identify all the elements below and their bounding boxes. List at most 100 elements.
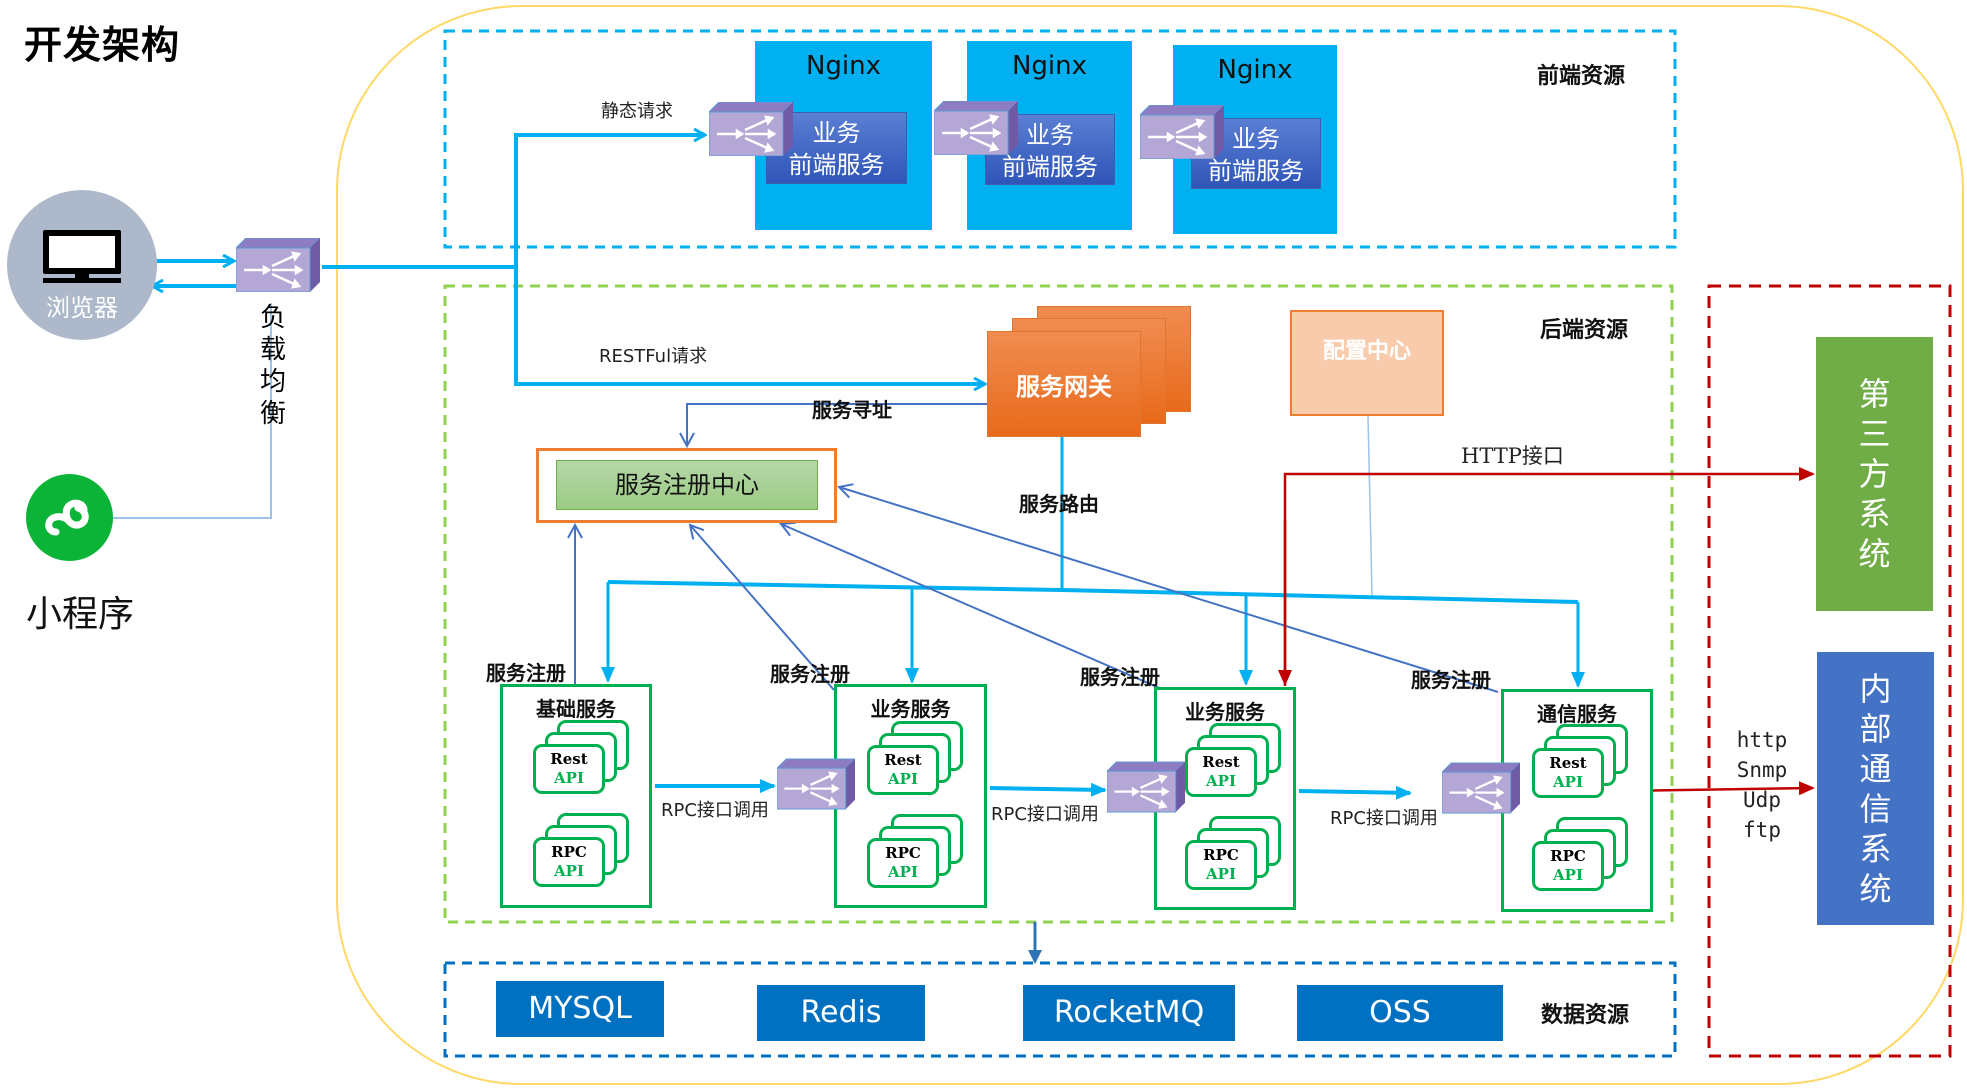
frontend-service-line2: 前端服务: [1002, 153, 1098, 181]
frontend-service-line1: 业务: [1026, 121, 1074, 149]
rest-label: Rest: [1202, 753, 1240, 771]
config-center[interactable]: 配置中心: [1290, 310, 1444, 416]
load-balancer-icon: [1105, 761, 1187, 813]
service-registry[interactable]: 服务注册中心: [536, 448, 837, 523]
rpc-call-arrow-3: [1298, 785, 1412, 800]
internal-comm-char: 系: [1859, 829, 1892, 868]
frontend-service-line2: 前端服务: [788, 151, 885, 179]
internal-comm-char: 内: [1859, 669, 1892, 708]
backend-region-label: 后端资源: [1540, 317, 1629, 343]
monitor-icon-stand: [43, 278, 121, 283]
config-center-label: 配置中心: [1322, 339, 1411, 364]
third-party-char: 系: [1858, 495, 1891, 533]
load-balancer[interactable]: [234, 237, 322, 293]
load-balancer-icon: [707, 101, 795, 157]
browser-label: 浏览器: [46, 294, 118, 322]
service-registration-label-1: 服务注册: [486, 661, 566, 685]
rpc-api-card[interactable]: RPC API: [867, 838, 939, 888]
rest-label: Rest: [550, 750, 588, 768]
load-balancer-icon: [1440, 762, 1522, 814]
data-store-redis[interactable]: Redis: [757, 985, 925, 1041]
api-label: API: [1206, 865, 1236, 883]
api-label: API: [888, 863, 918, 881]
data-store-rocketmq[interactable]: RocketMQ: [1023, 985, 1235, 1041]
service-title: 通信服务: [1537, 702, 1617, 726]
frontend-region-label: 前端资源: [1537, 63, 1626, 89]
internal-comm-char: 部: [1859, 709, 1892, 748]
frontend-service-line2: 前端服务: [1208, 157, 1304, 185]
frontend-load-balancer-2[interactable]: [932, 100, 1020, 156]
monitor-icon-neck: [75, 272, 89, 280]
registration-line-4: [839, 487, 1499, 693]
mini-program-client[interactable]: [26, 474, 113, 561]
service-registry-label: 服务注册中心: [556, 460, 818, 510]
service-gateway[interactable]: 服务网关: [987, 331, 1141, 437]
nginx-label: Nginx: [1011, 51, 1088, 81]
service-box-business-1[interactable]: 业务服务 Rest API RPC API: [834, 684, 987, 908]
rest-api-card[interactable]: Rest API: [1185, 747, 1257, 797]
browser-client[interactable]: 浏览器: [7, 190, 157, 340]
rest-api-card[interactable]: Rest API: [1532, 748, 1604, 798]
service-addressing-label: 服务寻址: [812, 398, 892, 422]
rpc-label: RPC: [551, 843, 587, 861]
data-store-mysql[interactable]: MYSQL: [496, 981, 664, 1037]
static-request-label: 静态请求: [601, 101, 673, 122]
rest-api-card[interactable]: Rest API: [867, 745, 939, 795]
rpc-load-balancer-1[interactable]: [775, 757, 857, 811]
http-interface-label: HTTP接口: [1461, 444, 1564, 468]
service-title: 基础服务: [536, 697, 616, 721]
service-routing-label: 服务路由: [1019, 492, 1099, 516]
third-party-char: 方: [1858, 455, 1891, 493]
internal-comm-char: 统: [1859, 869, 1892, 908]
load-balancer-label-line2: 均 衡: [259, 367, 290, 429]
frontend-service-1[interactable]: 业务 前端服务: [766, 112, 907, 184]
frontend-load-balancer-1[interactable]: [707, 101, 795, 157]
service-registration-label-2: 服务注册: [770, 662, 850, 686]
rpc-load-balancer-2[interactable]: [1105, 760, 1187, 814]
outer-boundary: [336, 5, 1964, 1085]
rpc-api-card[interactable]: RPC API: [1185, 840, 1257, 890]
load-balancer-icon: [932, 100, 1020, 156]
restful-request-label: RESTFul请求: [599, 346, 708, 367]
service-box-basic[interactable]: 基础服务 Rest API RPC API: [500, 684, 652, 908]
api-label: API: [1553, 866, 1583, 884]
frontend-service-line1: 业务: [812, 119, 861, 147]
config-center-line: [1367, 415, 1373, 596]
nginx-label: Nginx: [1217, 55, 1293, 85]
static-request-line: [514, 135, 705, 267]
third-party-system[interactable]: 第 三 方 系 统: [1816, 337, 1933, 611]
frontend-load-balancer-3[interactable]: [1138, 104, 1226, 160]
service-box-communication[interactable]: 通信服务 Rest API RPC API: [1501, 689, 1653, 912]
rest-label: Rest: [884, 751, 922, 769]
load-balancer-icon: [1138, 104, 1226, 160]
protocol-list: http Snmp Udp ftp: [1722, 725, 1802, 845]
frontend-service-line1: 业务: [1232, 125, 1280, 153]
internal-comm-char: 信: [1859, 789, 1892, 828]
data-store-oss[interactable]: OSS: [1297, 985, 1503, 1041]
protocol-item: Udp: [1743, 788, 1781, 812]
http-interface-line: [1283, 467, 1815, 686]
third-party-char: 三: [1858, 415, 1891, 453]
load-balancer-label-line1: 负 载: [259, 303, 290, 365]
rest-api-card[interactable]: Rest API: [533, 744, 605, 794]
service-title: 业务服务: [1185, 700, 1265, 724]
mini-program-label: 小程序: [26, 594, 135, 635]
protocol-item: Snmp: [1736, 758, 1788, 782]
service-title: 业务服务: [870, 697, 951, 721]
api-label: API: [554, 862, 584, 880]
api-label: API: [554, 769, 584, 787]
data-region-label: 数据资源: [1541, 1002, 1630, 1028]
routing-bus: [607, 580, 1579, 604]
restful-request-line: [514, 267, 985, 384]
page-title: 开发架构: [24, 23, 181, 67]
rpc-load-balancer-3[interactable]: [1440, 761, 1522, 815]
rpc-api-card[interactable]: RPC API: [533, 837, 605, 887]
rpc-label: RPC: [1550, 847, 1586, 865]
rest-label: Rest: [1549, 754, 1587, 772]
rpc-api-card[interactable]: RPC API: [1532, 841, 1604, 891]
load-balancer-icon: [775, 758, 857, 810]
service-registration-label-3: 服务注册: [1080, 665, 1160, 689]
rpc-call-label-3: RPC接口调用: [1330, 808, 1438, 829]
api-label: API: [888, 770, 918, 788]
internal-comm-system[interactable]: 内 部 通 信 系 统: [1817, 652, 1934, 925]
